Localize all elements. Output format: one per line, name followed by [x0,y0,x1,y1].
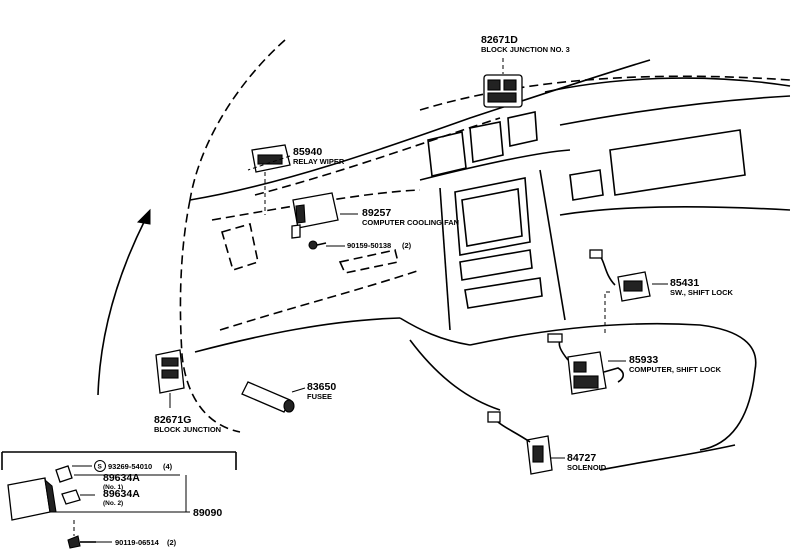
relay-wiper-part [247,144,291,215]
fusee-part [241,381,306,413]
part-number-83650: 83650 [307,381,336,393]
part-number-93269: 93269-54010 [108,462,152,471]
part-sub-no1: (No. 1) [103,484,123,491]
part-number-85940: 85940 [293,146,322,158]
part-name-computer-shift-lock: COMPUTER, SHIFT LOCK [629,365,722,374]
part-number-82671d: 82671D [481,34,518,46]
block-junction-part [155,349,185,408]
part-name-block-junction: BLOCK JUNCTION [154,425,221,434]
part-number-89090: 89090 [193,507,222,519]
part-number-89634a-no1: 89634A [103,472,140,484]
bolt-part [308,240,345,250]
part-number-85431: 85431 [670,277,699,289]
part-name-solenoid: SOLENOID [567,463,607,472]
bolt2-qty: (2) [167,538,177,547]
block-junction-no3-part [483,58,523,108]
part-number-89257: 89257 [362,207,391,219]
part-sub-no2: (No. 2) [103,500,123,507]
screw-circle-letter: S [98,464,103,471]
part-name-block-junction-no3: BLOCK JUNCTION NO. 3 [481,45,570,54]
part-number-89634a-no2: 89634A [103,488,140,500]
part-number-90159: 90159-50138 [347,241,391,250]
screw-circle-icon [94,460,106,472]
screw-qty: (4) [163,462,173,471]
inset-box [1,451,237,549]
computer-cooling-fan-part [291,192,358,239]
sw-shift-lock-part [589,249,668,335]
bolt-qty: (2) [402,241,412,250]
part-name-relay-wiper: RELAY WIPER [293,157,345,166]
direction-arrow [97,208,151,396]
part-number-82671g: 82671G [154,414,191,426]
part-name-computer-cooling-fan: COMPUTER COOLING FAN [362,218,459,227]
part-name-fusee: FUSEE [307,392,332,401]
part-number-90119: 90119-06514 [115,538,160,547]
part-name-sw-shift-lock: SW., SHIFT LOCK [670,288,733,297]
solenoid-part [487,411,565,475]
part-number-85933: 85933 [629,354,658,366]
part-number-84727: 84727 [567,452,596,464]
computer-shift-lock-part [547,333,626,395]
dashboard-outline [179,39,791,471]
